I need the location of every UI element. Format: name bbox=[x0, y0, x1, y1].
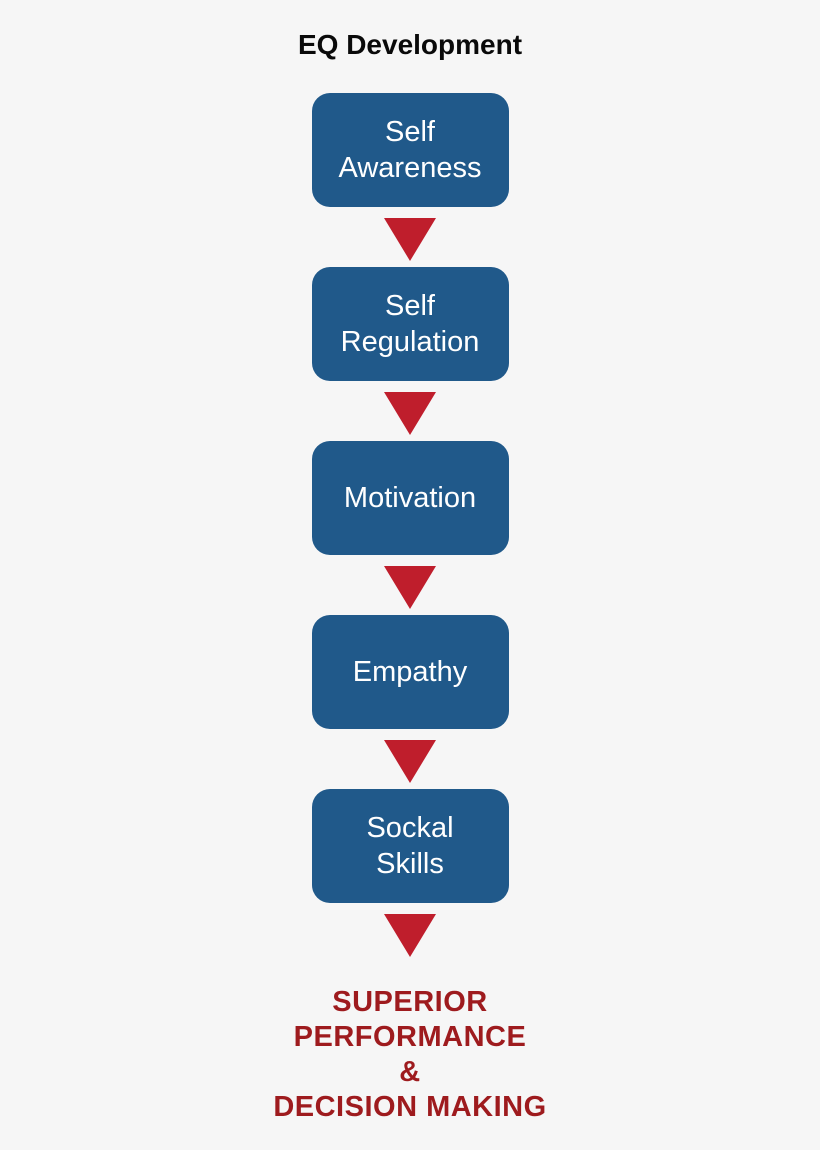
outcome-line: DECISION MAKING bbox=[273, 1091, 547, 1123]
flow-step-label-line: Regulation bbox=[340, 326, 480, 358]
flow-step-self-awareness: Self Awareness bbox=[311, 93, 509, 207]
outcome-line: PERFORMANCE bbox=[293, 1021, 527, 1053]
flowchart: Self Awareness Self Regulation Motivatio… bbox=[311, 93, 509, 963]
flow-step-label-line: Self bbox=[385, 290, 435, 322]
flow-step-label-line: Empathy bbox=[352, 656, 468, 688]
down-arrow-icon bbox=[384, 392, 436, 435]
down-arrow-icon bbox=[384, 914, 436, 957]
flow-step-motivation: Motivation bbox=[311, 441, 509, 555]
flow-step-label-line: Awareness bbox=[338, 152, 482, 184]
flow-step-label-line: Sockal bbox=[366, 812, 454, 844]
down-arrow-icon bbox=[384, 218, 436, 261]
flow-step-label-line: Skills bbox=[376, 848, 444, 880]
down-arrow-icon bbox=[384, 740, 436, 783]
outcome-line: & bbox=[399, 1056, 421, 1088]
flow-step-label-line: Self bbox=[385, 116, 435, 148]
flow-step-self-regulation: Self Regulation bbox=[311, 267, 509, 381]
diagram-title: EQ Development bbox=[297, 29, 523, 60]
flow-step-empathy: Empathy bbox=[311, 615, 509, 729]
flow-step-label-line: Motivation bbox=[343, 482, 477, 514]
outcome-text: SUPERIOR PERFORMANCE & DECISION MAKING bbox=[273, 985, 546, 1125]
down-arrow-icon bbox=[384, 566, 436, 609]
outcome-line: SUPERIOR bbox=[332, 986, 488, 1018]
flow-step-sockal-skills: Sockal Skills bbox=[311, 789, 509, 903]
